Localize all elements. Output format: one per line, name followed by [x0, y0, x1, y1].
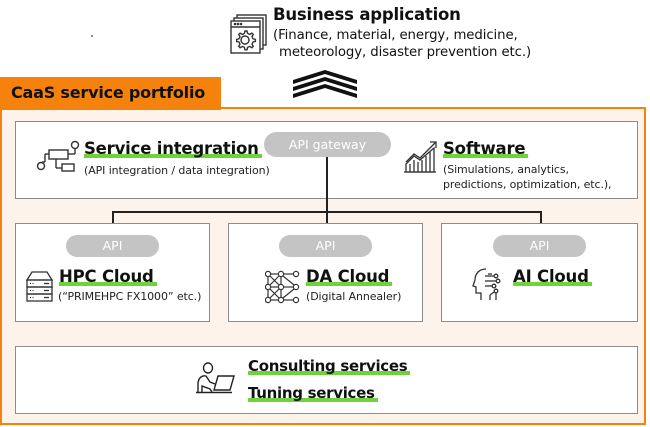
growth-chart-icon — [404, 141, 437, 173]
ai-api-pill: API — [493, 235, 586, 257]
stray-dot — [91, 35, 93, 37]
tuning-services-title: Tuning services — [248, 384, 378, 402]
service-integration-title: Service integration — [84, 139, 262, 158]
software-title: Software — [443, 139, 529, 158]
business-application-title: Business application — [273, 5, 461, 24]
api-gateway-pill: API gateway — [264, 132, 391, 157]
da-cloud-label: DA Cloud — [306, 267, 393, 286]
portfolio-tab: CaaS service portfolio — [0, 77, 221, 110]
hpc-cloud-subtitle: (“PRIMEHPC FX1000” etc.) — [58, 290, 202, 303]
network-nodes-icon — [265, 270, 300, 304]
description-line-2: meteorology, disaster prevention etc.) — [279, 45, 532, 60]
ai-cloud-title: AI Cloud — [513, 267, 592, 286]
description-line-1: (Finance, material, energy, medicine, — [273, 28, 518, 43]
chevron-up-icon — [293, 70, 357, 98]
hpc-cloud-title: HPC Cloud — [59, 267, 157, 286]
da-api-pill: API — [279, 235, 372, 257]
consulting-services-label: Consulting services — [248, 357, 411, 375]
business-application-description: (Finance, material, energy, medicine, me… — [273, 27, 531, 61]
person-laptop-icon — [196, 362, 235, 394]
da-cloud-title: DA Cloud — [306, 267, 393, 286]
da-cloud-subtitle: (Digital Annealer) — [306, 290, 402, 303]
ai-cloud-label: AI Cloud — [513, 267, 592, 286]
app-window-gear-icon — [230, 14, 267, 54]
service-integration-label: Service integration — [84, 139, 262, 158]
software-subtitle-line-1: (Simulations, analytics, — [443, 163, 569, 176]
software-label: Software — [443, 139, 529, 158]
server-icon — [26, 271, 53, 302]
software-subtitle-line-2: predictions, optimization, etc.), — [443, 178, 612, 191]
service-integration-subtitle: (API integration / data integration) — [84, 164, 270, 177]
gateway-connector — [326, 157, 328, 235]
portfolio-title: CaaS service portfolio — [11, 83, 206, 102]
software-subtitle: (Simulations, analytics, predictions, op… — [443, 162, 612, 192]
workflow-icon — [36, 140, 80, 172]
hpc-api-pill: API — [66, 235, 159, 257]
hpc-cloud-label: HPC Cloud — [59, 267, 157, 286]
ai-head-icon — [472, 268, 501, 300]
api-bus-connector — [112, 211, 541, 213]
tuning-services-label: Tuning services — [248, 384, 378, 402]
consulting-services-title: Consulting services — [248, 357, 411, 375]
